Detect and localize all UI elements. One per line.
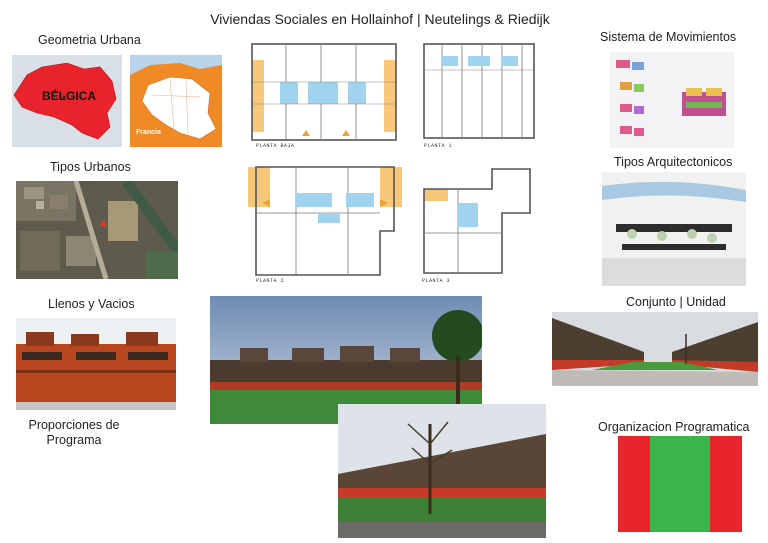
courtyard-photo-image — [338, 404, 546, 538]
belgium-map-image: BÉLGICA — [12, 55, 122, 147]
plan-planta-2-image: PLANTA 2 — [248, 163, 402, 287]
movement-system-diagram-image — [610, 52, 734, 148]
plan-label-planta-1: PLANTA 1 — [424, 143, 453, 149]
aerial-photo-image — [16, 181, 178, 279]
organizacion-programatica-title: Organizacion Programatica — [598, 420, 750, 434]
llenos-vacios-title: Llenos y Vacios — [48, 297, 135, 311]
page-title: Viviendas Sociales en Hollainhof | Neute… — [210, 11, 550, 27]
tipos-arquitectonicos-title: Tipos Arquitectonicos — [614, 155, 733, 169]
conjunto-unidad-title: Conjunto | Unidad — [626, 295, 726, 309]
street-view-photo-image — [552, 312, 758, 386]
sistema-movimientos-title: Sistema de Movimientos — [600, 30, 737, 44]
program-diagram — [618, 436, 742, 532]
plan-planta-1-image: PLANTA 1 — [418, 40, 540, 152]
facade-photo-image — [16, 318, 176, 410]
plan-label-planta-3: PLANTA 3 — [422, 278, 451, 284]
proporciones-title-line1: Proporciones de — [28, 418, 120, 432]
program-block-center-green — [650, 436, 710, 532]
site-plan-image — [602, 172, 746, 286]
program-block-left-red — [618, 436, 650, 532]
housing-block-photo-image — [210, 296, 482, 424]
plan-planta-3-image: PLANTA 3 — [418, 163, 534, 287]
belgium-provinces-map-image: Francia — [130, 55, 222, 147]
plan-label-planta-baja: PLANTA BAJA — [256, 143, 295, 149]
tipos-urbanos-title: Tipos Urbanos — [50, 160, 131, 174]
geometria-title: Geometria Urbana — [38, 33, 141, 47]
france-map-label: Francia — [136, 129, 161, 136]
plan-label-planta-2: PLANTA 2 — [256, 278, 285, 284]
proporciones-title: Proporciones de Programa — [14, 418, 134, 448]
plan-planta-baja-image: PLANTA BAJA — [246, 40, 401, 152]
belgium-map-label: BÉLGICA — [42, 89, 96, 103]
proporciones-title-line2: Programa — [46, 433, 102, 447]
program-block-right-red — [710, 436, 742, 532]
